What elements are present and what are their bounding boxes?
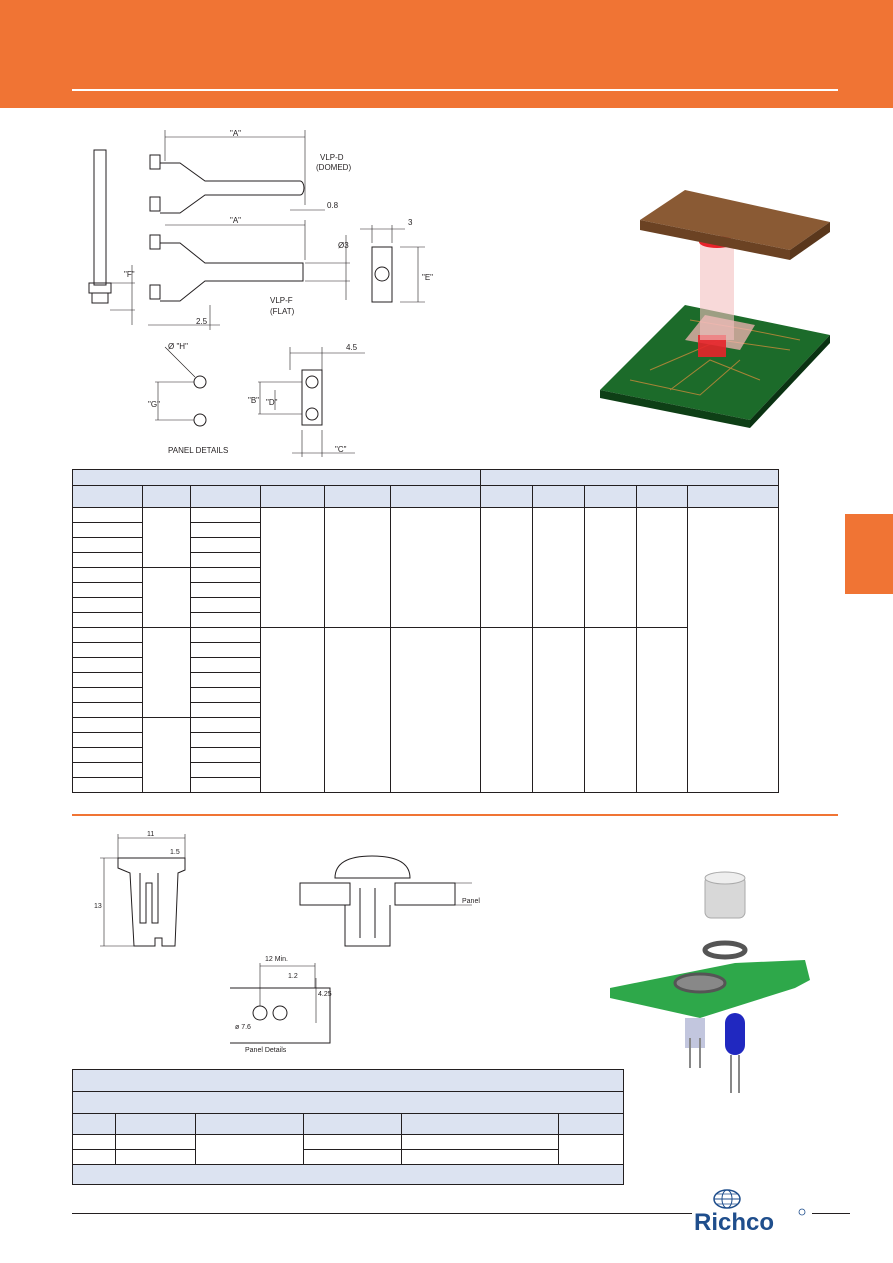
dim-f: "F" [124,270,135,279]
label-flat: VLP-F [270,296,293,305]
flat-pipe [160,242,304,302]
dim-diam-3: Ø3 [338,241,349,250]
dim-e: "E" [422,273,433,282]
dim-3: 3 [408,218,413,227]
richco-logo: Richco [692,1188,812,1238]
cap-section [117,857,186,947]
dim-13: 13 [94,903,102,910]
lens-cap-pcb-image [610,871,810,1093]
header-bar [0,0,893,108]
dim-2-5: 2.5 [196,317,208,326]
footer-rule [72,1213,850,1214]
dim-4-25: 4.25 [318,991,332,998]
label-flat-sub: (FLAT) [270,307,295,316]
panel-hole-upper [193,375,207,389]
panel-thickness-label: Panel [462,898,480,905]
lens-cap-technical-drawing: 11 1.5 13 Panel 12 Min. 1.2 4.25 ø 7.6 P… [94,831,480,1054]
vlp-technical-drawing: "A" VLP-D (DOMED) 0.8 "A" Ø3 3 "E" "F" V… [88,129,433,457]
section-rule [72,814,838,816]
domed-pipe [160,162,305,214]
dim-0-8: 0.8 [327,201,339,210]
dim-4-5: 4.5 [346,343,358,352]
dim-12-min: 12 Min. [265,956,288,963]
label-domed: VLP-D [320,153,344,162]
spacer-part [301,369,323,426]
dim-c: "C" [335,445,347,454]
panel-details-label-lower: Panel Details [245,1047,287,1054]
dim-a-upper: "A" [230,129,241,138]
end-view [371,246,393,303]
dim-b: "B" [248,396,259,405]
panel-cutout [230,987,331,1044]
dim-h: Ø "H" [168,342,188,351]
header-rule [72,89,838,91]
dim-d: "D" [266,398,278,407]
dim-a-lower: "A" [230,216,241,225]
section-side-tab [845,514,893,594]
dim-1-2: 1.2 [288,973,298,980]
dim-11: 11 [147,831,154,838]
panel-details-label: PANEL DETAILS [168,446,228,455]
cap-dome [334,855,411,879]
dim-1-5: 1.5 [170,849,180,856]
dim-g: "G" [148,400,160,409]
lens-cap-spec-table [71,1069,625,1185]
logo-wordmark: Richco [694,1209,774,1236]
light-pipe-pcb-image [600,190,830,428]
panel-hole-lower [193,413,207,427]
label-domed-sub: (DOMED) [316,163,351,172]
dim-7-6: ø 7.6 [235,1024,251,1031]
side-pin-body [93,149,107,286]
vlp-spec-table [71,469,780,793]
